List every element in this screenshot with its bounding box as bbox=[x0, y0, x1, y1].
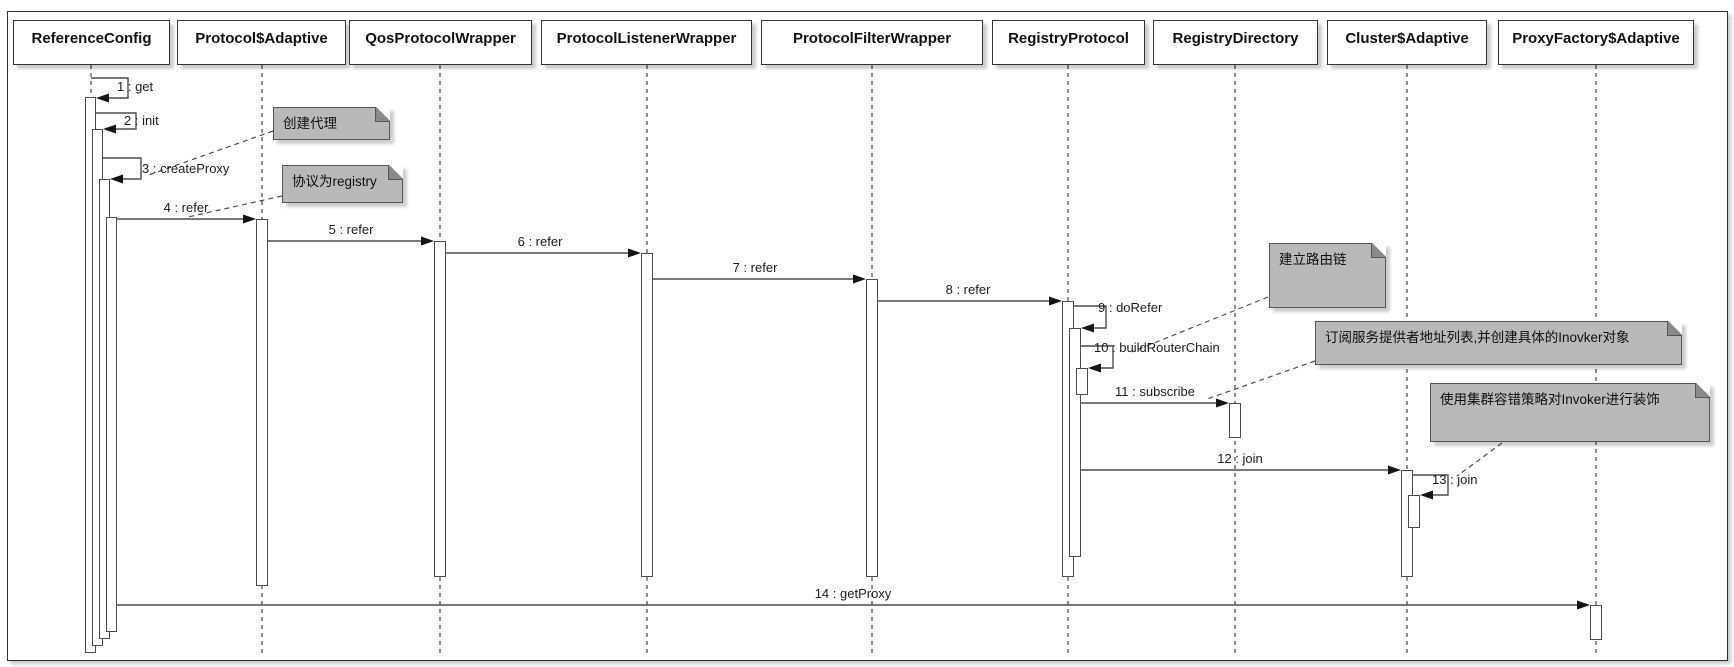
activation-bar-referenceconfig bbox=[106, 217, 117, 632]
message-label-4: 4 : refer bbox=[163, 200, 209, 215]
note-text: 创建代理 bbox=[283, 116, 337, 131]
message-label-3: 3 : createProxy bbox=[142, 161, 230, 176]
participant-label: RegistryDirectory bbox=[1172, 30, 1299, 47]
message-label-9: 9 : doRefer bbox=[1098, 300, 1163, 315]
message-label-11: 11 : subscribe bbox=[1115, 384, 1195, 399]
participant-label: ReferenceConfig bbox=[31, 30, 152, 47]
activation-bar-cluster-adaptive bbox=[1408, 495, 1420, 528]
note-5: 使用集群容错策略对Invoker进行装饰 bbox=[1430, 383, 1710, 442]
activation-bar-registryprotocol bbox=[1069, 328, 1081, 557]
message-label-13: 13 : join bbox=[1432, 472, 1478, 487]
activation-bar-protocollistenerwrapper bbox=[641, 253, 653, 577]
participant-label: ProxyFactory$Adaptive bbox=[1512, 30, 1680, 47]
note-fold-icon bbox=[1667, 321, 1682, 336]
activation-bar-registrydirectory bbox=[1229, 403, 1241, 438]
participant-protocol-adaptive: Protocol$Adaptive bbox=[177, 20, 346, 65]
participant-label: ProtocolListenerWrapper bbox=[556, 30, 737, 47]
participant-cluster-adaptive: Cluster$Adaptive bbox=[1327, 20, 1487, 65]
note-fold-icon bbox=[1371, 243, 1386, 258]
note-fold-icon bbox=[388, 165, 403, 180]
note-text: 订阅服务提供者地址列表,并创建具体的Inovker对象 bbox=[1325, 330, 1630, 345]
message-label-1: 1 : get bbox=[117, 79, 154, 94]
message-label-6: 6 : refer bbox=[517, 234, 563, 249]
note-1: 创建代理 bbox=[273, 107, 390, 140]
diagram-frame bbox=[7, 11, 1728, 661]
note-text: 建立路由链 bbox=[1279, 252, 1347, 267]
participant-proxyfactory-adaptive: ProxyFactory$Adaptive bbox=[1498, 20, 1694, 65]
note-fold-icon bbox=[375, 107, 390, 122]
participant-label: QosProtocolWrapper bbox=[365, 30, 516, 47]
activation-bar-qosprotocolwrapper bbox=[434, 241, 446, 577]
message-label-12: 12 : join bbox=[1217, 451, 1263, 466]
note-4: 订阅服务提供者地址列表,并创建具体的Inovker对象 bbox=[1315, 321, 1682, 365]
note-3: 建立路由链 bbox=[1269, 243, 1386, 308]
participant-referenceconfig: ReferenceConfig bbox=[13, 20, 170, 65]
participant-label: RegistryProtocol bbox=[1008, 30, 1129, 47]
activation-bar-protocol-adaptive bbox=[256, 219, 268, 586]
activation-bar-registryprotocol bbox=[1076, 368, 1088, 395]
message-label-10: 10 : buildRouterChain bbox=[1094, 340, 1220, 355]
note-2: 协议为registry bbox=[282, 165, 403, 203]
message-label-7: 7 : refer bbox=[732, 260, 778, 275]
message-label-5: 5 : refer bbox=[328, 222, 374, 237]
message-label-2: 2 : init bbox=[124, 113, 159, 128]
message-label-8: 8 : refer bbox=[945, 282, 991, 297]
activation-bar-proxyfactory-adaptive bbox=[1590, 605, 1602, 640]
participant-label: Protocol$Adaptive bbox=[195, 30, 328, 47]
activation-bar-protocolfilterwrapper bbox=[866, 279, 878, 577]
participant-protocollistenerwrapper: ProtocolListenerWrapper bbox=[541, 20, 752, 65]
participant-registrydirectory: RegistryDirectory bbox=[1153, 20, 1318, 65]
participant-protocolfilterwrapper: ProtocolFilterWrapper bbox=[761, 20, 983, 65]
message-label-14: 14 : getProxy bbox=[814, 586, 892, 601]
note-text: 协议为registry bbox=[292, 174, 377, 189]
participant-label: Cluster$Adaptive bbox=[1345, 30, 1469, 47]
participant-label: ProtocolFilterWrapper bbox=[792, 30, 952, 47]
note-text: 使用集群容错策略对Invoker进行装饰 bbox=[1440, 392, 1660, 407]
note-fold-icon bbox=[1695, 383, 1710, 398]
participant-qosprotocolwrapper: QosProtocolWrapper bbox=[349, 20, 532, 65]
participant-registryprotocol: RegistryProtocol bbox=[992, 20, 1145, 65]
